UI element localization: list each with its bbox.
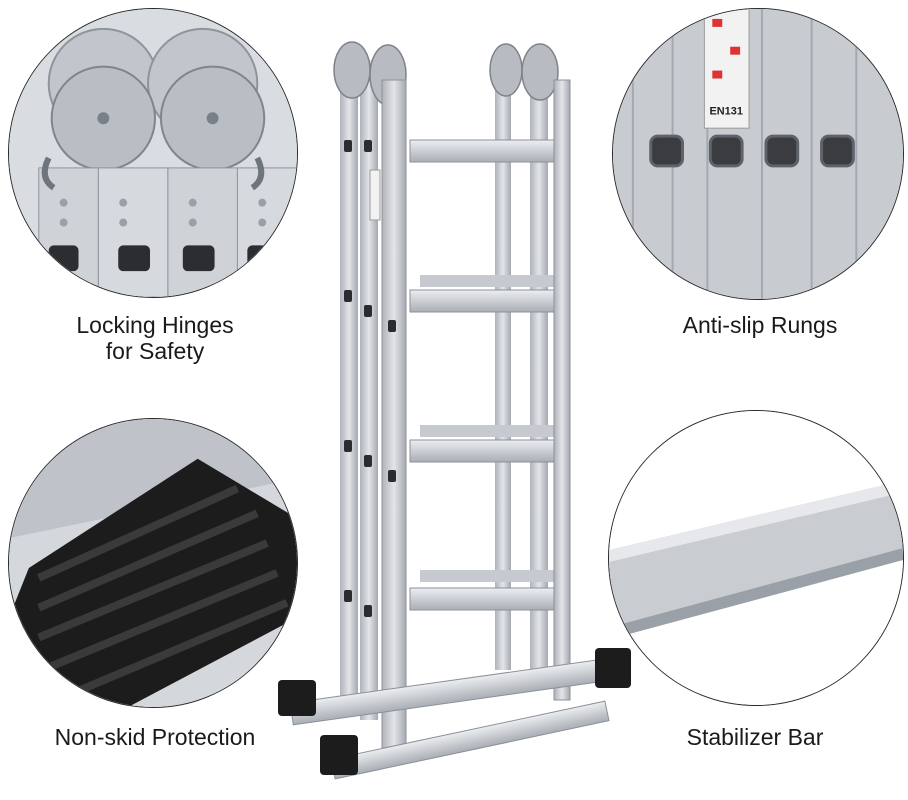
rung-icon: EN131 — [613, 9, 903, 299]
non-skid-protection-caption: Non-skid Protection — [54, 724, 256, 750]
hinge-icon — [9, 9, 297, 297]
locking-hinges-image — [8, 8, 298, 298]
stabilizer-bar-caption: Stabilizer Bar — [686, 724, 824, 750]
anti-slip-rungs-image: EN131 — [612, 8, 904, 300]
stabilizer-bar-icon — [609, 411, 903, 705]
en131-sticker: EN131 — [710, 105, 743, 117]
anti-slip-rungs-caption: Anti-slip Rungs — [682, 312, 838, 338]
locking-hinges-caption: Locking Hinges for Safety — [76, 312, 234, 364]
rubber-foot-icon — [9, 419, 297, 707]
stabilizer-bar-image — [608, 410, 904, 706]
non-skid-protection-image — [8, 418, 298, 708]
ladder-image — [278, 41, 631, 780]
